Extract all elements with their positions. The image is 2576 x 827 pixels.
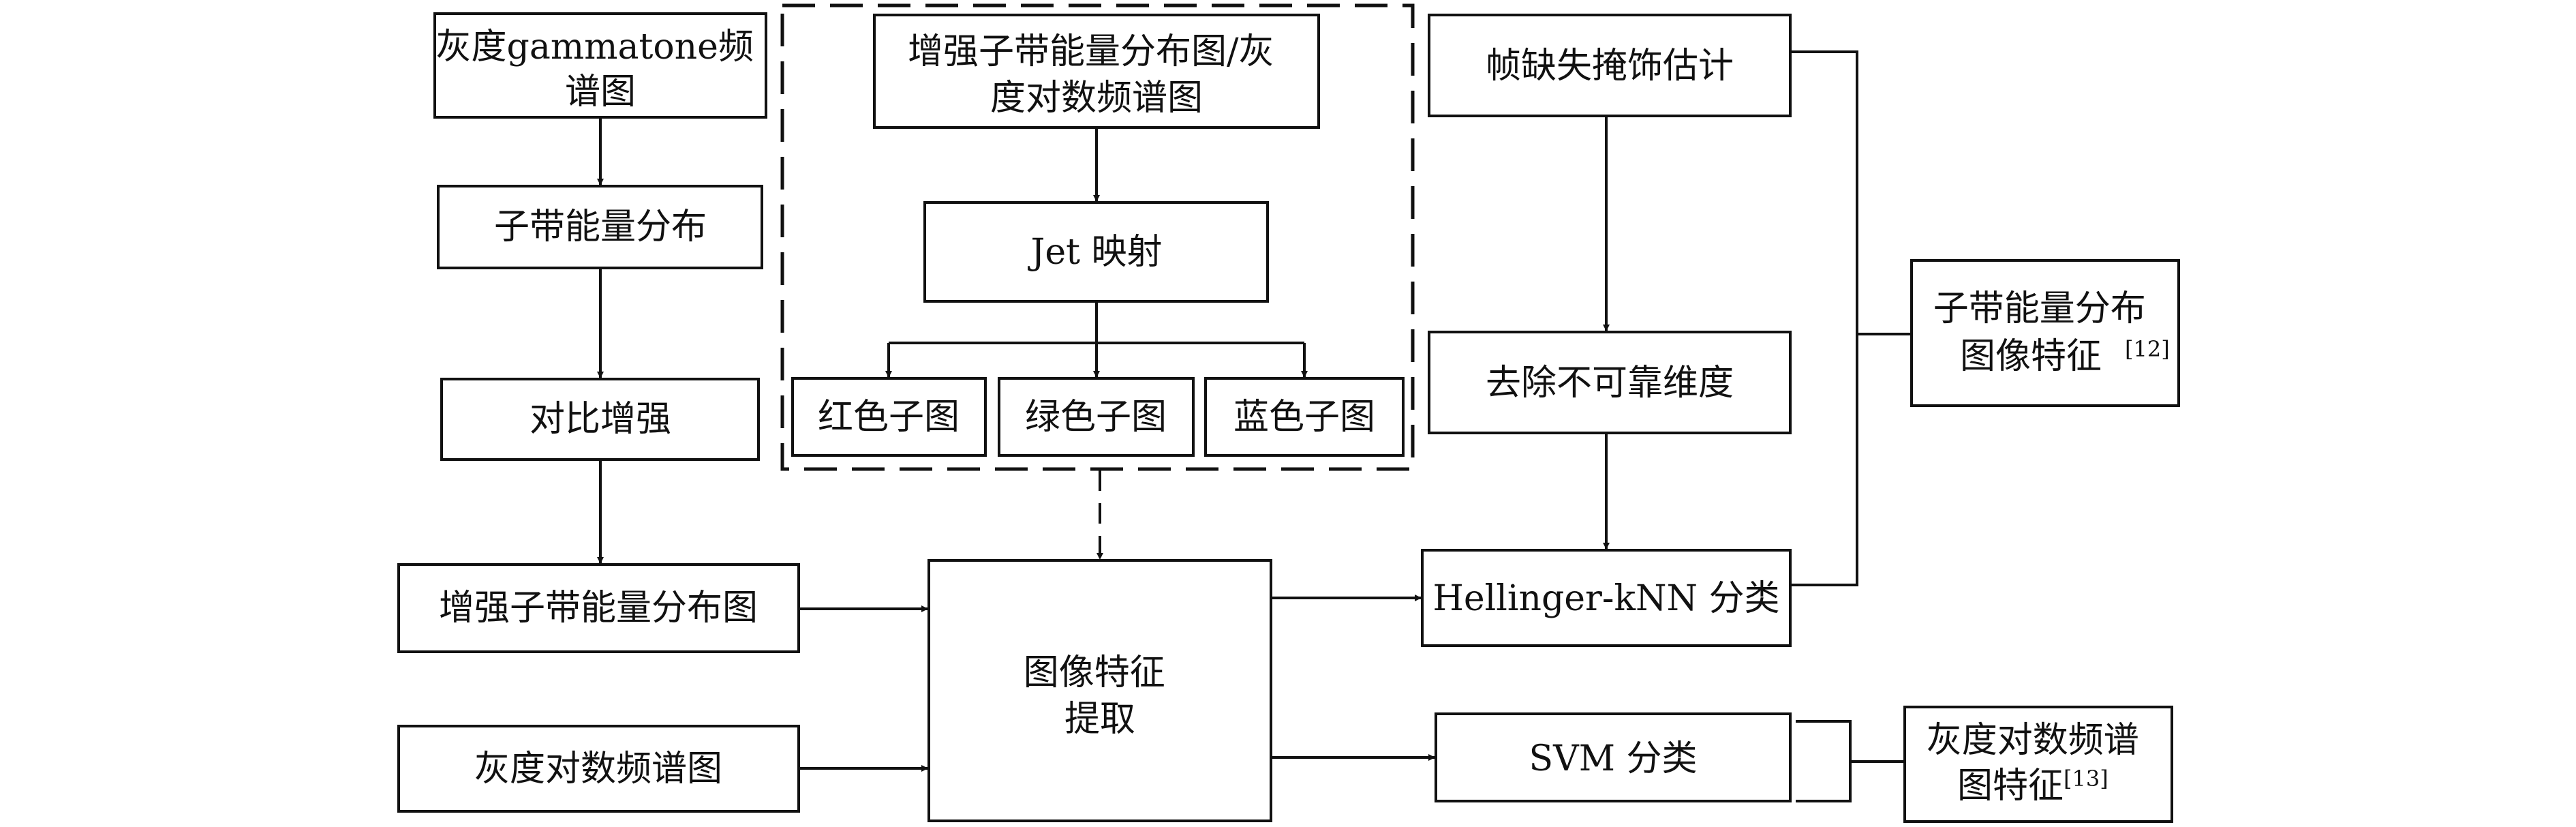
box-green-sub-label: 绿色子图 — [1025, 397, 1167, 438]
box-subband-feature — [1910, 259, 2180, 407]
box-log-spec-feature-label: 灰度对数频谱 图特征 — [1927, 720, 2151, 807]
box-svm — [1435, 712, 1792, 802]
box-frame-mask-est-label: 帧缺失掩饰估计 — [1486, 46, 1734, 87]
box-gray-gammatone-label: 灰度gammatone频 谱图 — [436, 27, 765, 112]
subband-feature-ref: [12] — [2125, 336, 2170, 362]
bracket-log-spec-feature — [1796, 720, 1852, 802]
box-hellinger-knn-label: Hellinger-kNN 分类 — [1432, 578, 1779, 619]
box-remove-unreliable-label: 去除不可靠维度 — [1486, 363, 1734, 404]
box-blue-sub — [1204, 377, 1405, 457]
box-enh-or-log-label: 增强子带能量分布图/灰 度对数频谱图 — [908, 31, 1285, 119]
box-green-sub — [998, 377, 1195, 457]
box-img-feature-extract-label: 图像特征 提取 — [1024, 652, 1177, 740]
box-gray-log-spec-label: 灰度对数频谱图 — [474, 749, 722, 790]
box-red-sub — [791, 377, 987, 457]
box-svm-label: SVM 分类 — [1529, 738, 1698, 779]
box-frame-mask-est — [1428, 14, 1792, 117]
box-contrast-enhance-label: 对比增强 — [530, 399, 671, 440]
box-hellinger-knn — [1421, 549, 1792, 647]
dashed-group-frame — [780, 3, 1415, 471]
box-blue-sub-label: 蓝色子图 — [1233, 397, 1375, 438]
box-subband-feature-label: 子带能量分布 图像特征 — [1933, 288, 2158, 377]
bracket-subband-feature — [1790, 50, 1858, 586]
box-enhanced-dist-map-label: 增强子带能量分布图 — [439, 588, 758, 629]
box-red-sub-label: 红色子图 — [818, 397, 960, 438]
box-img-feature-extract — [927, 559, 1272, 822]
box-remove-unreliable — [1428, 331, 1792, 434]
box-jet-map-label: Jet 映射 — [1027, 232, 1162, 273]
box-log-spec-feature — [1903, 706, 2173, 823]
log-spec-feature-ref: [13] — [2064, 766, 2109, 792]
box-subband-energy-label: 子带能量分布 — [494, 207, 707, 247]
